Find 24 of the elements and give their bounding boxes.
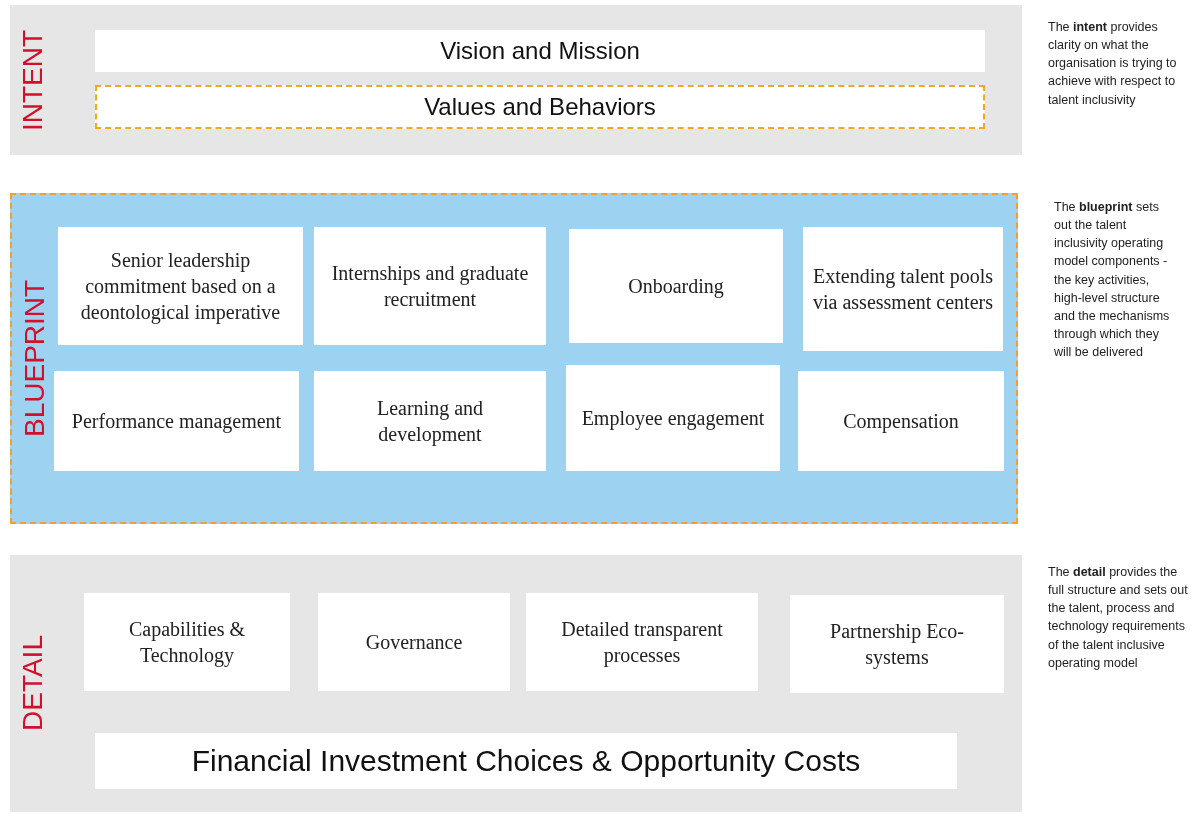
component-box: Internships and graduate recruitment bbox=[314, 227, 546, 345]
layer-panel bbox=[10, 193, 1018, 524]
component-box: Capabilities & Technology bbox=[84, 593, 290, 691]
layer-panel bbox=[10, 555, 1022, 812]
component-box: Vision and Mission bbox=[95, 30, 985, 72]
component-box: Learning and development bbox=[314, 371, 546, 471]
component-box: Values and Behaviors bbox=[95, 85, 985, 129]
description-text: The blueprint sets out the talent inclusivity operating model components - the key activities, high-level structure and the mechanisms through which they will be delivered bbox=[1054, 199, 1171, 361]
component-box: Partnership Eco-systems bbox=[790, 595, 1004, 693]
component-box: Onboarding bbox=[569, 229, 783, 343]
layer-panel bbox=[10, 5, 1022, 155]
component-box: Senior leadership commitment based on a deontological imperative bbox=[58, 227, 303, 345]
component-box: Detailed transparent processes bbox=[526, 593, 758, 691]
component-box: Performance management bbox=[54, 371, 299, 471]
component-box: Employee engagement bbox=[566, 365, 780, 471]
component-box: Extending talent pools via assessment centers bbox=[803, 227, 1003, 351]
description-text: The detail provides the full structure and sets out the talent, process and technology requirements of the talent inclusive operating model bbox=[1048, 564, 1188, 672]
layer-title: BLUEPRINT bbox=[18, 278, 51, 440]
component-box: Financial Investment Choices & Opportunity Costs bbox=[95, 733, 957, 789]
layer-title: DETAIL bbox=[16, 634, 49, 734]
layer-title: INTENT bbox=[16, 28, 49, 133]
description-text: The intent provides clarity on what the organisation is trying to achieve with respect to talent inclusivity bbox=[1048, 19, 1178, 109]
component-box: Governance bbox=[318, 593, 510, 691]
component-box: Compensation bbox=[798, 371, 1004, 471]
